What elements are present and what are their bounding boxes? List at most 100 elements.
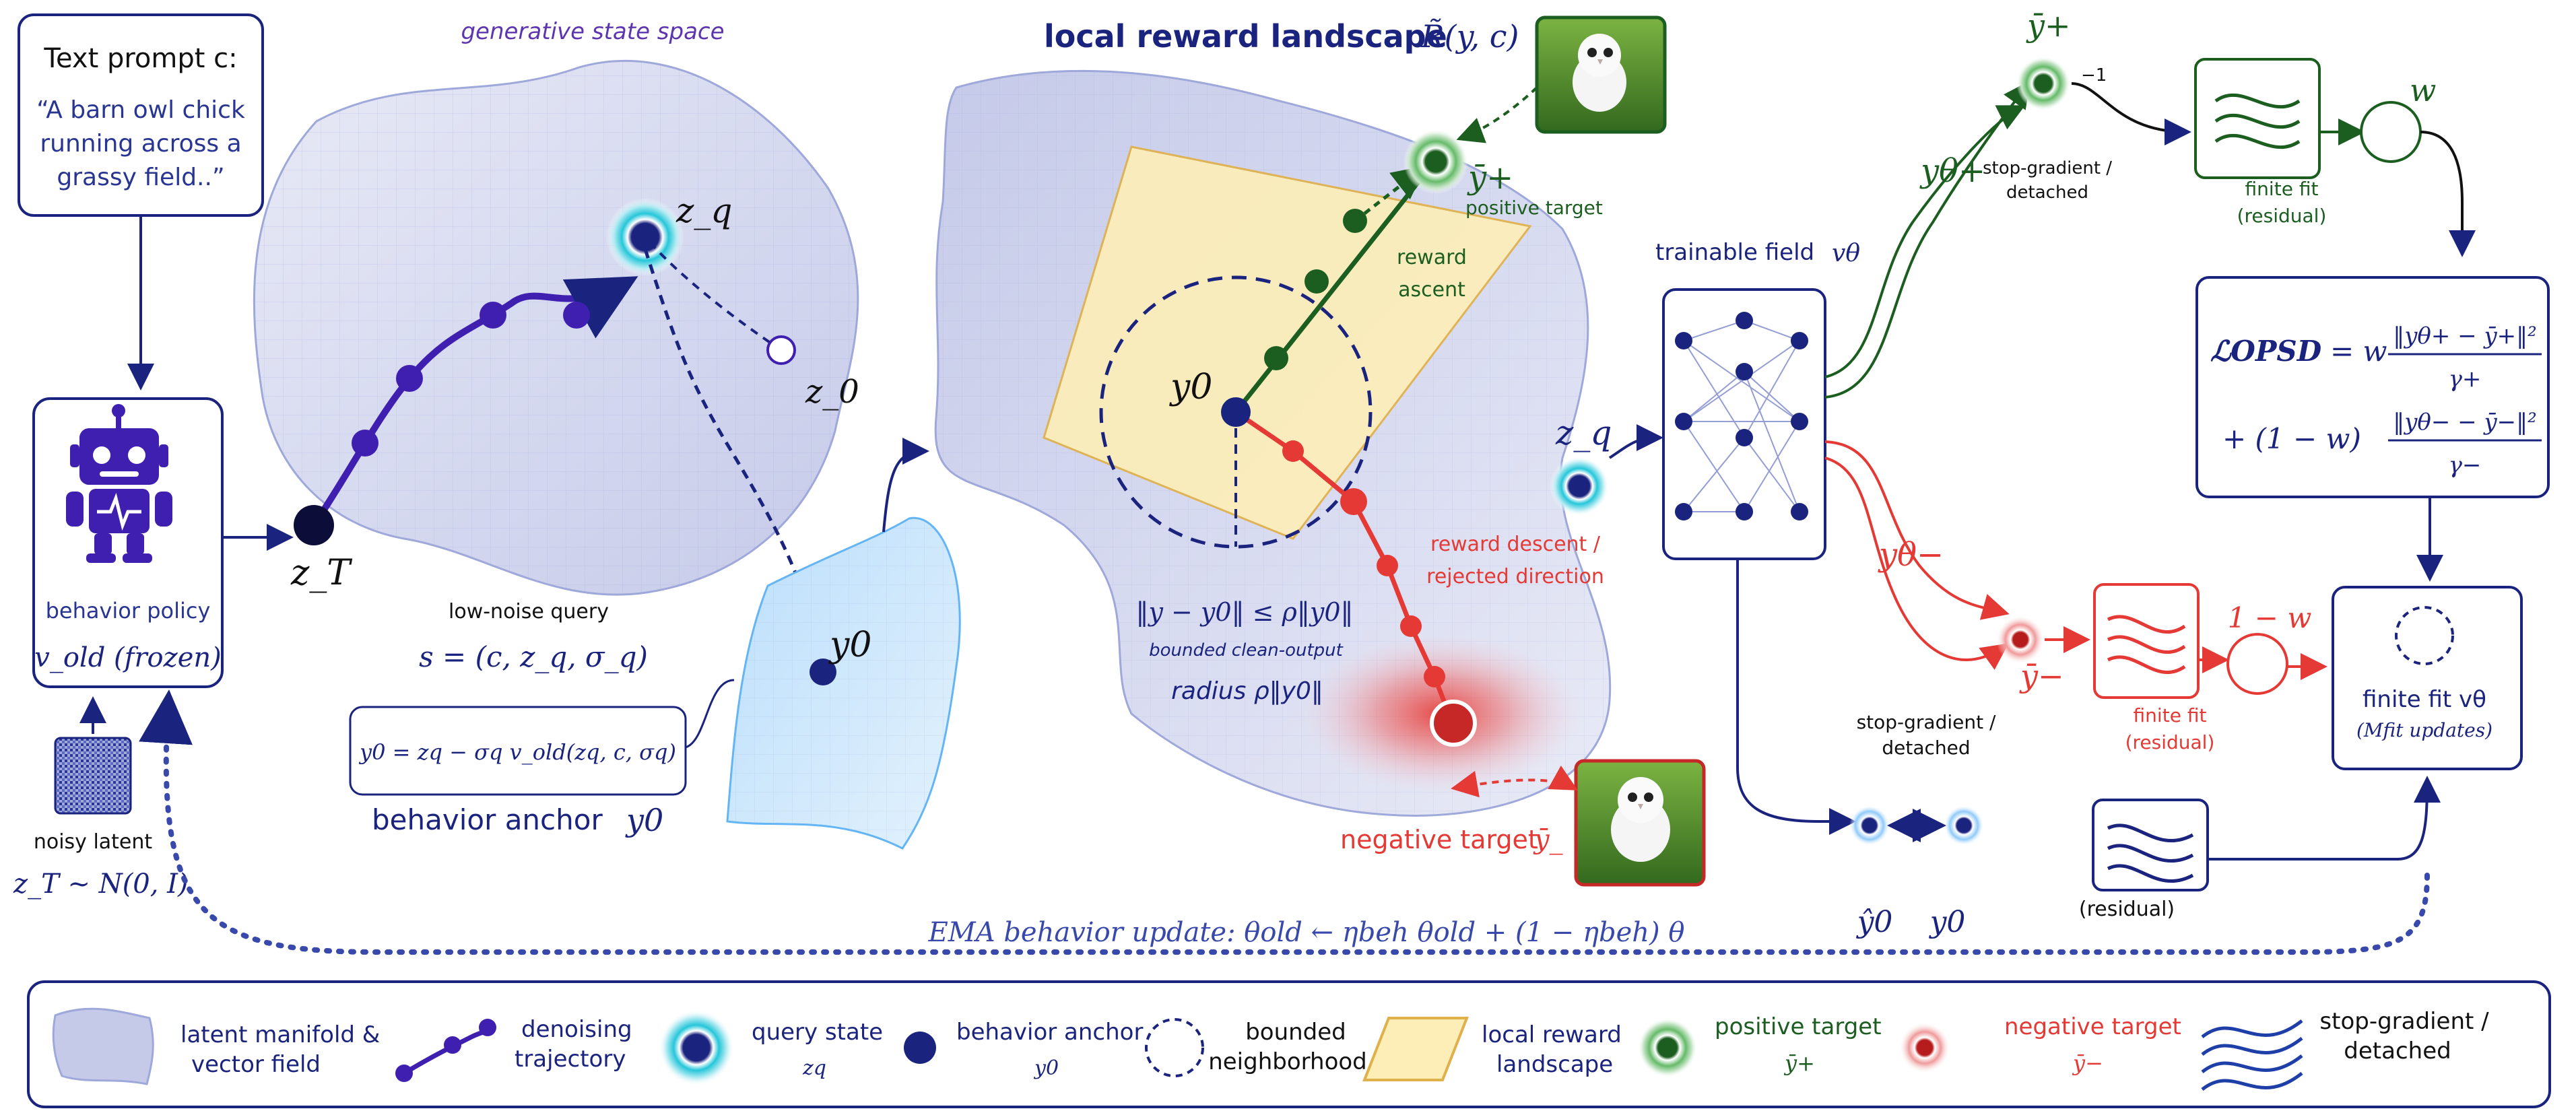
local-reward-landscape: local reward landscape R̃(y, c) ȳ+ posit…: [934, 15, 1706, 887]
residual-to-fit-arrow: [2208, 776, 2441, 861]
legend-label: query state: [752, 1019, 883, 1046]
y-theta-plus-label: yθ+: [1919, 152, 1985, 190]
prompt-line-2: running across a: [40, 130, 241, 158]
robot-icon: [66, 404, 172, 563]
finite-fit-title: finite fit vθ: [2363, 686, 2486, 713]
positive-step-point: [1264, 346, 1288, 370]
positive-stop-gradient-1: stop-gradient /: [1983, 158, 2112, 178]
reward-landscape-icon: [1362, 1017, 1469, 1081]
branch-y-plus: ȳ+: [2026, 7, 2071, 44]
negative-path: reward descent / rejected direction: [1234, 410, 1604, 747]
constraint-formula: ‖y − y0‖ ≤ ρ‖y0‖: [1135, 597, 1353, 627]
negative-step-point: [1400, 615, 1422, 637]
legend-label: detached: [2344, 1038, 2451, 1065]
positive-fit-box: [2194, 58, 2321, 179]
output-pair: ŷ0 y0: [1849, 805, 1984, 939]
reward-descent-label-1: reward descent /: [1430, 533, 1601, 556]
landscape-y-plus: ȳ+: [1467, 159, 1513, 197]
negative-target-point: [1430, 700, 1477, 747]
legend-label: bounded: [1245, 1019, 1346, 1046]
owl-image-icon: [1535, 15, 1667, 134]
legend-label: ȳ−: [2072, 1050, 2103, 1076]
ema-update-arrow: [139, 689, 2430, 955]
y0-label: y0: [1929, 905, 1966, 939]
loss-box: ℒOPSD = w ‖yθ+ − ȳ+‖² γ+ + (1 − w) ‖yθ− …: [2195, 276, 2550, 582]
anchor-formula-box: [349, 706, 687, 796]
landscape-title: local reward landscape: [1044, 18, 1447, 55]
loss-term2-denominator: γ−: [2449, 452, 2482, 479]
loss-term1-weight: = w: [2330, 335, 2387, 368]
positive-target-label: positive target: [1465, 197, 1603, 219]
reward-ascent-label-2: ascent: [1398, 278, 1465, 302]
noisy-latent: noisy latent z_T ~ N(0, I): [13, 696, 189, 900]
landscape-anchor-point: [1221, 397, 1251, 427]
trajectory-point: [352, 430, 378, 457]
trajectory-point: [396, 365, 423, 392]
network-node: [1675, 332, 1692, 349]
negative-step-point: [1424, 666, 1445, 687]
loss-term1-numerator: ‖yθ+ − ȳ+‖²: [2393, 323, 2537, 349]
state-space-title: generative state space: [461, 18, 724, 45]
z-0-label: z_0: [805, 373, 859, 411]
negative-stop-gradient-2: detached: [1882, 737, 1970, 759]
network-node: [1675, 413, 1692, 430]
reward-ascent-label-1: reward: [1397, 246, 1467, 269]
trajectory-icon-point: [395, 1065, 413, 1082]
landscape-title-symbol: R̃(y, c): [1420, 18, 1519, 55]
manifold-icon: [52, 1007, 154, 1085]
weight-w-node: [2360, 101, 2422, 163]
query-state-icon: [659, 1010, 734, 1085]
residual-label: (residual): [2079, 898, 2175, 921]
negative-branch: ȳ− stop-gradient / detached finite fit (…: [1857, 583, 2327, 759]
network-node: [1736, 503, 1753, 520]
landscape-y0-label: y0: [1169, 367, 1212, 407]
negative-target-label: negative target: [1340, 825, 1538, 854]
w-to-loss-arrow: [2420, 131, 2476, 257]
noise-formula: z_T ~ N(0, I): [13, 869, 189, 900]
loss-term2-weight: + (1 − w): [2222, 422, 2361, 455]
legend-label: behavior anchor: [956, 1019, 1143, 1046]
positive-step-dashed: [1354, 165, 1426, 222]
anchor-to-landscape-arrow: [882, 438, 929, 533]
owl-image-icon: [1574, 759, 1706, 887]
positive-target-icon: [1403, 129, 1468, 194]
positive-path: ȳ+ positive target reward ascent: [1234, 129, 1603, 414]
low-noise-query-label: low-noise query: [449, 600, 609, 623]
trainable-z-q-label: z_q: [1555, 413, 1612, 452]
negative-step-point: [1340, 488, 1367, 515]
reward-region: [1043, 145, 1532, 540]
legend-label: vector field: [191, 1051, 321, 1078]
negative-target-symbol: ȳ_: [1533, 824, 1563, 855]
network-to-outputs-arrow: [1736, 559, 1856, 835]
query-to-z0-dashed: [649, 241, 783, 351]
prompt-box: Text prompt c: “A barn owl chick running…: [18, 13, 264, 217]
reward-descent-label-2: rejected direction: [1426, 565, 1604, 588]
anchor-formula: y0 = zq − σq v_old(zq, c, σq): [358, 739, 676, 765]
network-node: [1791, 503, 1808, 520]
positive-fit-label-1: finite fit: [2245, 178, 2319, 200]
y0-hat-label: ŷ0: [1856, 905, 1893, 939]
exponent-label: −1: [2081, 65, 2107, 86]
zq-to-network-arrow: [1608, 424, 1663, 459]
one-minus-w-label: 1 − w: [2228, 601, 2312, 634]
fit-dashed-circle: [2395, 606, 2454, 665]
positive-image-link: [1456, 86, 1538, 143]
prompt-line-3: grassy field..”: [57, 164, 224, 191]
negative-fit-label-2: (residual): [2125, 731, 2215, 753]
residual-block: (residual): [2079, 776, 2441, 921]
legend-label: zq: [802, 1056, 826, 1080]
network-node: [1675, 503, 1692, 520]
negative-step-point: [1282, 440, 1304, 462]
positive-fit-label-2: (residual): [2237, 205, 2327, 227]
positive-output-arrow-2: [1824, 80, 2030, 399]
y0-point: [1944, 805, 1984, 846]
finite-fit-box: finite fit vθ (Mfit updates): [2332, 586, 2523, 770]
positive-target-icon: [2016, 57, 2070, 110]
legend: latent manifold & vector field denoising…: [27, 980, 2551, 1108]
bounded-neighborhood: [1099, 275, 1373, 549]
positive-stop-gradient-2: detached: [2006, 182, 2088, 203]
stop-gradient-icon: [2214, 93, 2301, 149]
finite-fit-subtitle: (Mfit updates): [2356, 719, 2492, 741]
noise-patch-icon: [54, 737, 132, 815]
